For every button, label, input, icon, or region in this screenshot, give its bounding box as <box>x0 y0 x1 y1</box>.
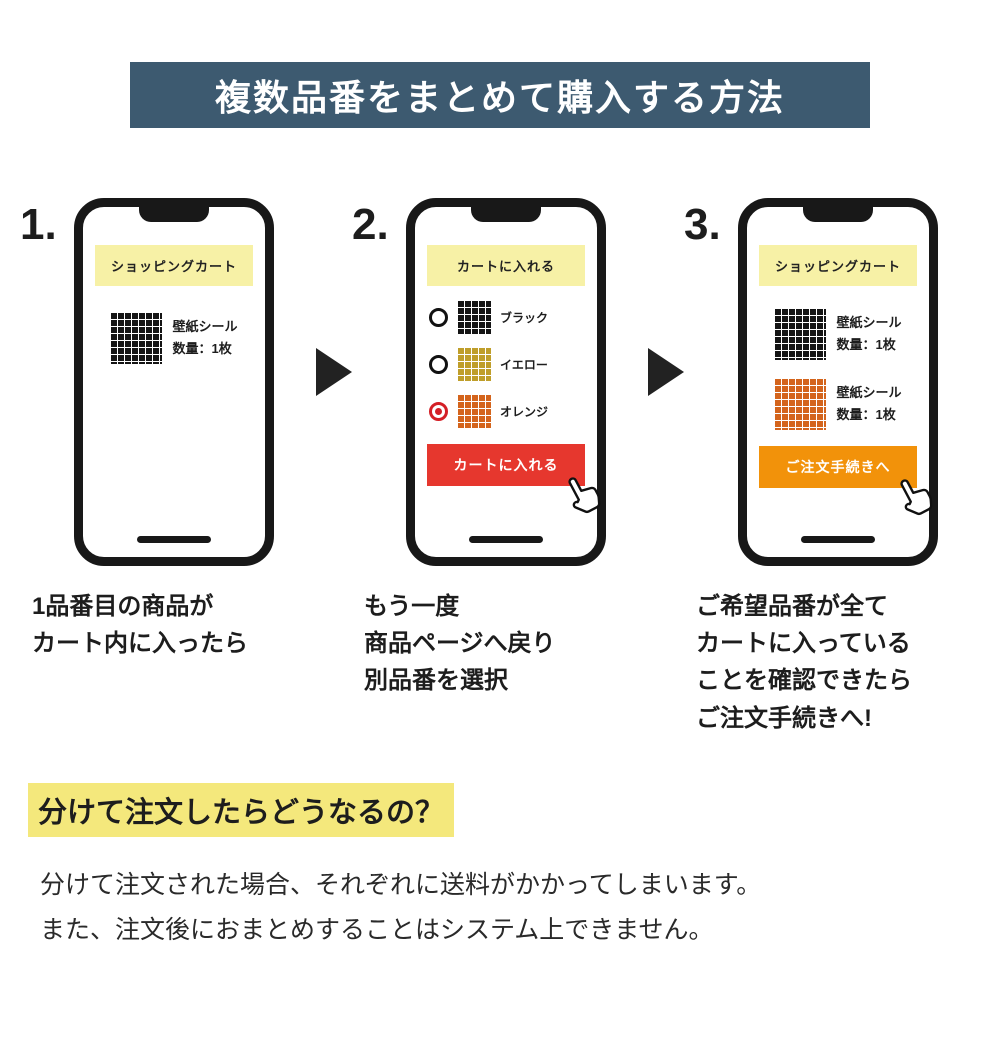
radio-unselected-icon[interactable] <box>429 307 448 327</box>
phone-home-indicator <box>137 536 211 543</box>
option-label: オレンジ <box>500 404 549 419</box>
product-name: 壁紙シール <box>172 318 238 334</box>
option-label: ブラック <box>500 310 549 325</box>
step-1-caption: 1品番目の商品が カート内に入ったら <box>32 593 248 658</box>
cart-item: 壁紙シール 数量：1枚 <box>95 312 253 364</box>
product-name: 壁紙シール <box>836 314 902 330</box>
product-swatch-orange <box>774 378 827 430</box>
color-options: ブラック イエロー オレンジ <box>427 300 585 428</box>
page-title-banner: 複数品番をまとめて購入する方法 <box>130 62 870 128</box>
cart-screen-title: ショッピングカート <box>759 245 917 286</box>
product-qty: 数量：1枚 <box>836 407 896 422</box>
radio-selected-icon[interactable] <box>429 401 448 421</box>
phone-mockup-3: ショッピングカート 壁紙シール 数量：1枚 壁紙シール 数量：1枚 <box>738 198 938 566</box>
step-1: 1. ショッピングカート 壁紙シール 数量：1枚 1品番目の商品が カート内に入… <box>20 198 316 662</box>
hand-cursor-icon <box>900 479 933 516</box>
add-to-cart-button[interactable]: カートに入れる <box>427 444 601 514</box>
product-swatch-black <box>774 308 827 360</box>
step-2: 2. カートに入れる ブラック イエロー <box>352 198 648 700</box>
product-name: 壁紙シール <box>836 384 902 400</box>
note-line-2: また、注文後におまとめすることはシステム上できません。 <box>40 915 714 944</box>
phone-home-indicator <box>469 536 543 543</box>
product-swatch-black <box>110 312 163 364</box>
hand-cursor-icon <box>568 477 601 514</box>
note-line-1: 分けて注文された場合、それぞれに送料がかかってしまいます。 <box>40 870 762 899</box>
step-3-caption: ご希望品番が全て カートに入っている ことを確認できたら ご注文手続きへ! <box>696 593 912 732</box>
arrow-right-icon <box>648 348 684 396</box>
cart-item: 壁紙シール 数量：1枚 <box>759 378 917 430</box>
radio-unselected-icon[interactable] <box>429 354 448 374</box>
option-swatch-yellow <box>457 347 491 381</box>
product-qty: 数量：1枚 <box>836 337 896 352</box>
option-row-black[interactable]: ブラック <box>429 300 583 334</box>
step-1-number: 1. <box>20 200 57 249</box>
phone-notch <box>471 206 541 222</box>
phone-notch <box>803 206 873 222</box>
checkout-button[interactable]: ご注文手続きへ <box>759 446 933 516</box>
step-3: 3. ショッピングカート 壁紙シール 数量：1枚 <box>684 198 980 737</box>
option-swatch-black <box>457 300 491 334</box>
step-3-number: 3. <box>684 200 721 249</box>
note-section: 分けて注文したらどうなるの？ 分けて注文された場合、それぞれに送料がかかってしま… <box>28 782 962 953</box>
option-row-yellow[interactable]: イエロー <box>429 347 583 381</box>
cart-screen-title: ショッピングカート <box>95 245 253 286</box>
step-2-number: 2. <box>352 200 389 249</box>
phone-home-indicator <box>801 536 875 543</box>
option-label: イエロー <box>500 357 548 372</box>
step-2-caption: もう一度 商品ページへ戻り 別品番を選択 <box>364 593 556 695</box>
steps-row: 1. ショッピングカート 壁紙シール 数量：1枚 1品番目の商品が カート内に入… <box>0 198 1000 737</box>
phone-mockup-1: ショッピングカート 壁紙シール 数量：1枚 <box>74 198 274 566</box>
product-qty: 数量：1枚 <box>172 341 232 356</box>
option-row-orange[interactable]: オレンジ <box>429 394 583 428</box>
product-screen-title: カートに入れる <box>427 245 585 286</box>
option-swatch-orange <box>457 394 491 428</box>
page-title: 複数品番をまとめて購入する方法 <box>214 77 785 118</box>
phone-notch <box>139 206 209 222</box>
cart-item: 壁紙シール 数量：1枚 <box>759 308 917 360</box>
phone-mockup-2: カートに入れる ブラック イエロー <box>406 198 606 566</box>
note-heading: 分けて注文したらどうなるの？ <box>28 782 455 837</box>
arrow-right-icon <box>316 348 352 396</box>
